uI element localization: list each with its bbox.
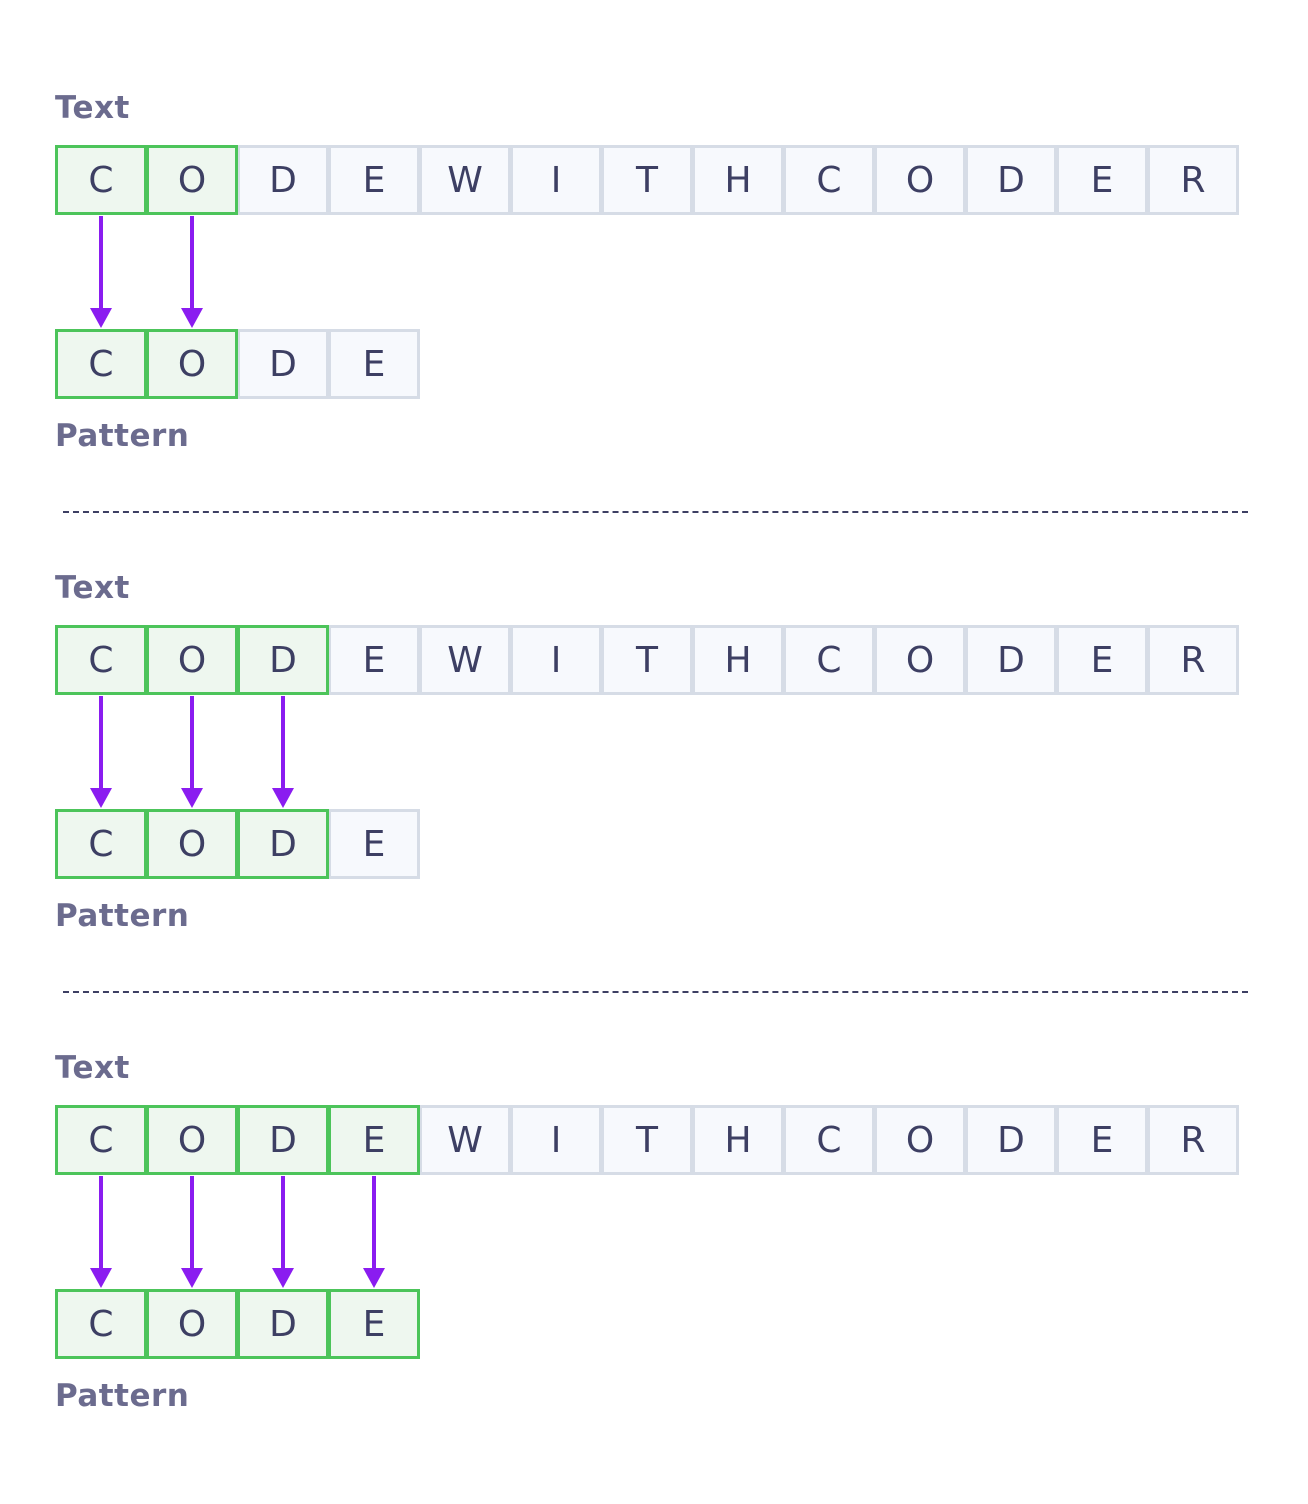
text-label: Text xyxy=(55,570,130,606)
pattern-char-cell: C xyxy=(55,1289,147,1359)
text-char-cell: T xyxy=(601,625,693,695)
text-char-cell: W xyxy=(419,625,511,695)
text-char-cell: D xyxy=(965,625,1057,695)
match-arrows xyxy=(90,696,294,808)
text-char-cell: H xyxy=(692,145,784,215)
text-char-cell: R xyxy=(1147,145,1239,215)
text-char-cell: C xyxy=(55,1105,147,1175)
text-char-cell: H xyxy=(692,625,784,695)
text-char-cell: E xyxy=(1056,625,1148,695)
text-label: Text xyxy=(55,1050,130,1086)
text-char-cell: O xyxy=(146,1105,238,1175)
text-label: Text xyxy=(55,90,130,126)
pattern-char-cell: E xyxy=(328,1289,420,1359)
text-char-cell: W xyxy=(419,1105,511,1175)
text-char-cell: C xyxy=(55,145,147,215)
pattern-char-cell: C xyxy=(55,809,147,879)
text-char-cell: I xyxy=(510,1105,602,1175)
pattern-label: Pattern xyxy=(55,898,190,934)
pattern-char-cell: D xyxy=(237,329,329,399)
match-arrow xyxy=(363,1176,385,1288)
pattern-char-cell: O xyxy=(146,809,238,879)
text-char-cell: E xyxy=(328,145,420,215)
text-char-cell: T xyxy=(601,1105,693,1175)
text-char-cell: E xyxy=(1056,145,1148,215)
pattern-char-cell: C xyxy=(55,329,147,399)
match-arrows xyxy=(90,1176,385,1288)
text-char-cell: E xyxy=(328,1105,420,1175)
match-arrow xyxy=(181,696,203,808)
text-char-cell: O xyxy=(874,1105,966,1175)
text-char-cell: D xyxy=(237,625,329,695)
match-arrow xyxy=(181,1176,203,1288)
text-char-cell: T xyxy=(601,145,693,215)
pattern-char-cell: O xyxy=(146,329,238,399)
text-char-cell: C xyxy=(55,625,147,695)
match-arrow xyxy=(90,1176,112,1288)
pattern-char-cell: E xyxy=(328,329,420,399)
text-char-cell: O xyxy=(874,145,966,215)
text-char-cell: C xyxy=(783,625,875,695)
text-char-cell: R xyxy=(1147,625,1239,695)
match-arrow xyxy=(90,696,112,808)
text-char-cell: C xyxy=(783,1105,875,1175)
text-char-cell: D xyxy=(965,145,1057,215)
pattern-char-cell: O xyxy=(146,1289,238,1359)
text-char-cell: H xyxy=(692,1105,784,1175)
step-divider xyxy=(63,991,1248,993)
text-char-cell: O xyxy=(146,625,238,695)
match-arrow xyxy=(272,696,294,808)
text-char-cell: D xyxy=(237,145,329,215)
step-divider xyxy=(63,511,1248,513)
text-char-cell: O xyxy=(874,625,966,695)
text-char-cell: R xyxy=(1147,1105,1239,1175)
text-char-cell: I xyxy=(510,625,602,695)
text-char-cell: W xyxy=(419,145,511,215)
pattern-label: Pattern xyxy=(55,1378,190,1414)
pattern-char-cell: D xyxy=(237,809,329,879)
text-char-cell: D xyxy=(237,1105,329,1175)
match-arrow xyxy=(181,216,203,328)
text-char-cell: E xyxy=(1056,1105,1148,1175)
match-arrow xyxy=(90,216,112,328)
pattern-char-cell: D xyxy=(237,1289,329,1359)
text-char-cell: E xyxy=(328,625,420,695)
text-char-cell: O xyxy=(146,145,238,215)
text-char-cell: D xyxy=(965,1105,1057,1175)
match-arrows xyxy=(90,216,203,328)
text-char-cell: C xyxy=(783,145,875,215)
text-char-cell: I xyxy=(510,145,602,215)
pattern-label: Pattern xyxy=(55,418,190,454)
match-arrow xyxy=(272,1176,294,1288)
pattern-char-cell: E xyxy=(328,809,420,879)
